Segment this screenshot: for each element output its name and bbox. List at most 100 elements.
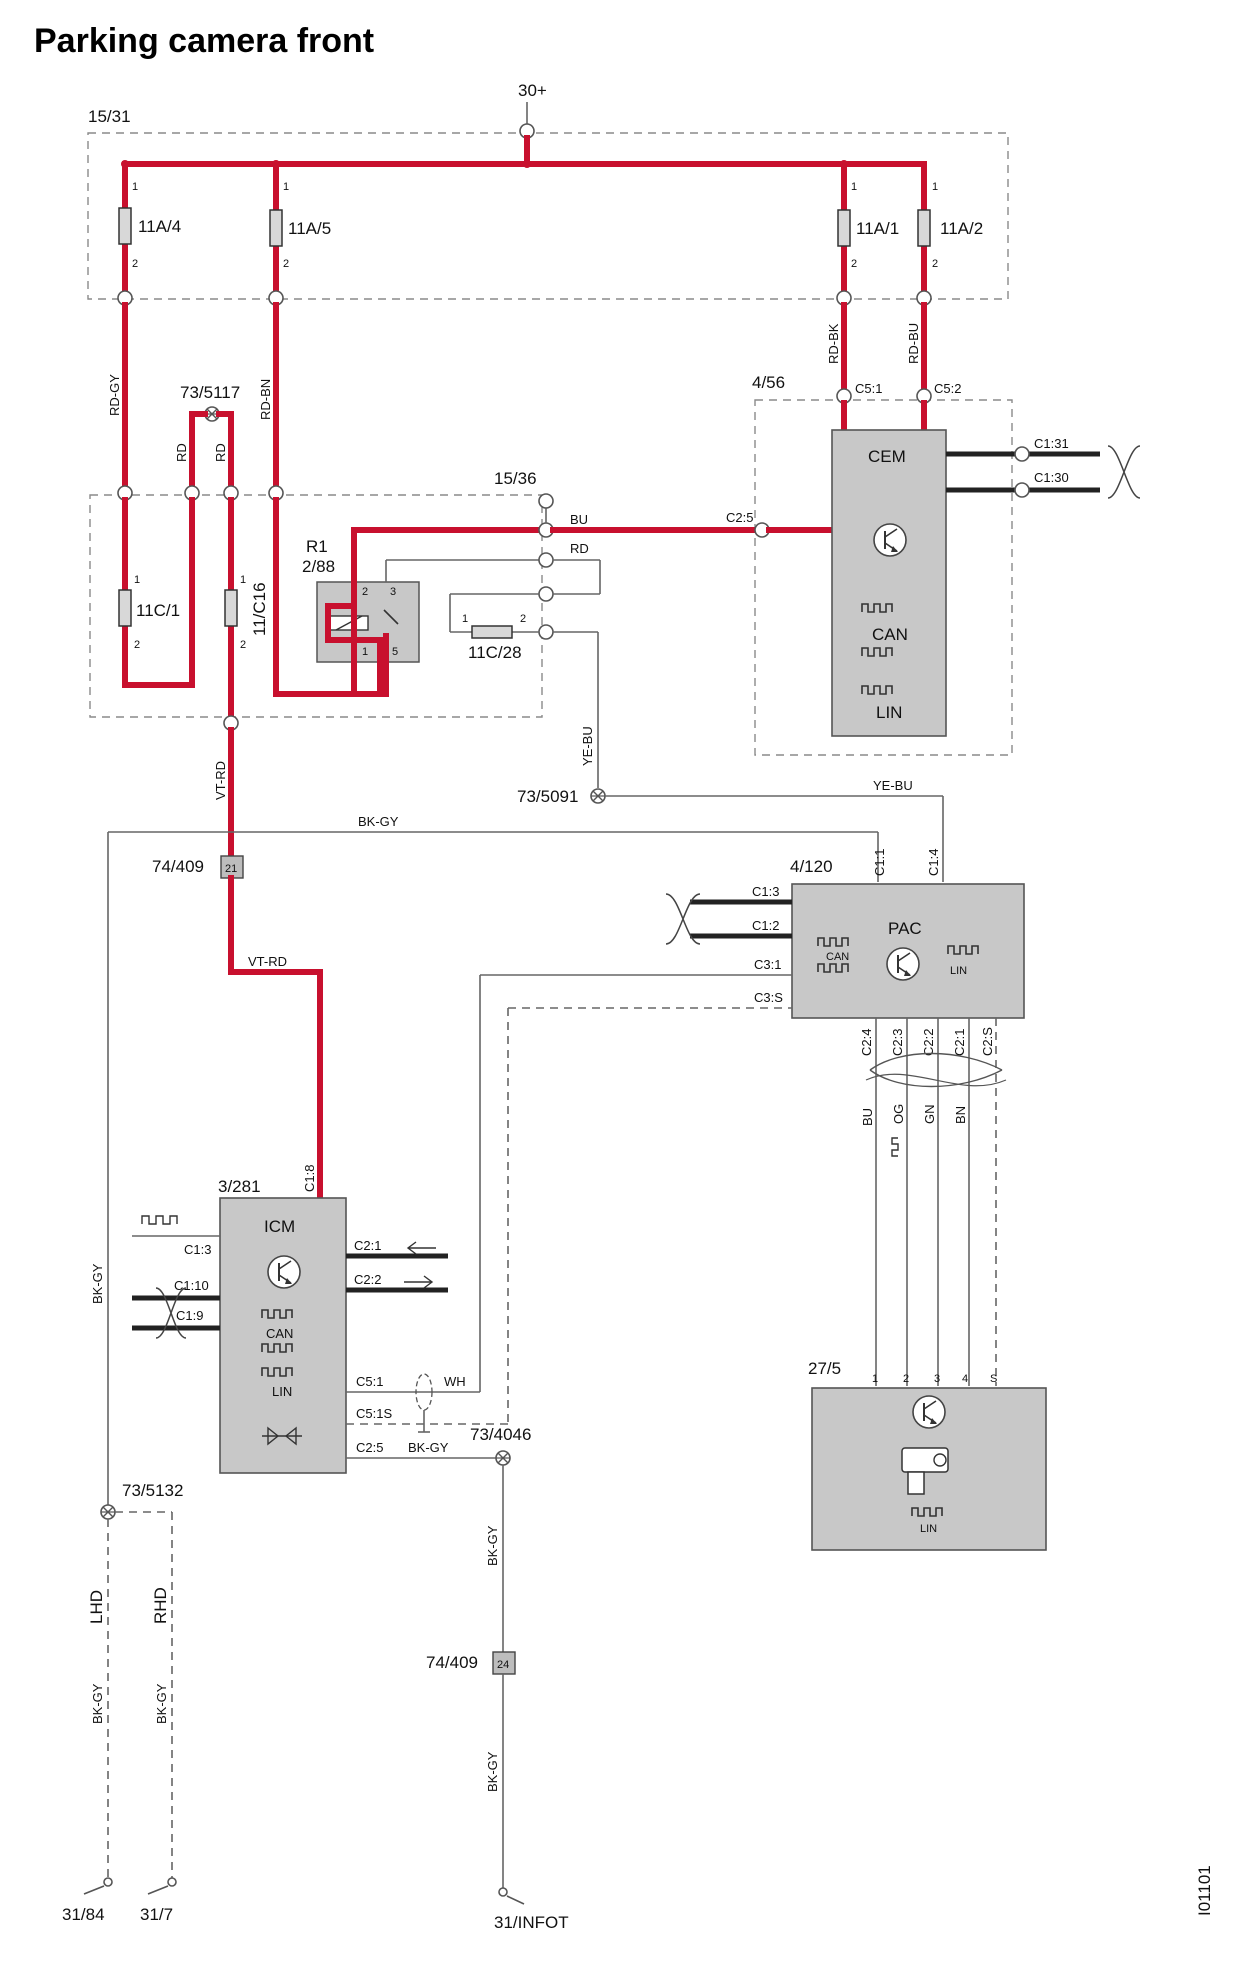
connector-74-409-a-label: 74/409 — [152, 857, 204, 876]
cem-module — [831, 429, 947, 737]
splice-5117-label: 73/5117 — [180, 383, 240, 402]
fuse-11c28-label: 11C/28 — [468, 643, 522, 662]
box-15-36-label: 15/36 — [494, 469, 537, 488]
pac-c23-label: C2:3 — [890, 1029, 905, 1056]
rhd-label: RHD — [151, 1587, 170, 1624]
transistor-icon — [912, 1395, 946, 1429]
icm-can: CAN — [266, 1326, 293, 1341]
pac-c12-label: C1:2 — [752, 918, 779, 933]
cem-c51-label: C5:1 — [855, 381, 882, 396]
pin-label: 1 — [283, 181, 289, 193]
pin-label: 2 — [520, 613, 526, 625]
cem-c131-label: C1:31 — [1034, 436, 1069, 451]
wire-rd-label-2: RD — [213, 443, 228, 462]
wire-yebu-label-1: YE-BU — [580, 726, 595, 766]
wire-rd-label-1: RD — [174, 443, 189, 462]
pin-label: 2 — [932, 258, 938, 270]
pin-label: 1 — [872, 1373, 878, 1385]
wire-bkgy-label-6: BK-GY — [90, 1683, 105, 1724]
pac-c2s-label: C2:S — [980, 1027, 995, 1056]
ground-317: 31/7 — [140, 1905, 173, 1924]
wire-yebu-label-2: YE-BU — [873, 778, 913, 793]
wire-wh-label: WH — [444, 1374, 466, 1389]
pac-c14-label: C1:4 — [926, 849, 941, 876]
pin-label: 4 — [962, 1373, 968, 1385]
relay-id: 2/88 — [302, 557, 335, 576]
ground-3184: 31/84 — [62, 1905, 105, 1924]
wire-bkgy-label-7: BK-GY — [154, 1683, 169, 1724]
transistor-icon — [886, 947, 920, 981]
pin-label: 2 — [240, 639, 246, 651]
splice-5132 — [100, 1504, 116, 1520]
fuse-11a1-label: 11A/1 — [856, 219, 899, 238]
pac-c31-label: C3:1 — [754, 957, 781, 972]
icm-c110-label: C1:10 — [174, 1278, 209, 1293]
pac-c13-label: C1:3 — [752, 884, 779, 899]
icm-id: 3/281 — [218, 1177, 261, 1196]
pin-label: 1 — [851, 181, 857, 193]
pin-label: 1 — [240, 574, 246, 586]
fuse-11a5 — [269, 209, 283, 247]
pin-label: 5 — [392, 646, 398, 658]
box-4-56 — [754, 399, 1013, 756]
cem-c130-label: C1:30 — [1034, 470, 1069, 485]
pac-id: 4/120 — [790, 857, 833, 876]
wire-rdbn-label: RD-BN — [258, 379, 273, 420]
supply-label: 30+ — [518, 81, 547, 100]
cem-can: CAN — [872, 625, 908, 644]
icm-name: ICM — [264, 1217, 295, 1236]
box-15-31 — [87, 132, 1009, 300]
pin-label: 2 — [362, 586, 368, 598]
pac-c24-label: C2:4 — [859, 1029, 874, 1056]
pin-label: S — [990, 1373, 997, 1385]
wire-bu-label: BU — [570, 512, 588, 527]
pin-label: 1 — [362, 646, 368, 658]
icm-lin: LIN — [272, 1384, 292, 1399]
wire-bkgy-label-2: BK-GY — [90, 1263, 105, 1304]
wire-bkgy-label-4: BK-GY — [485, 1525, 500, 1566]
wire-rdbu-label: RD-BU — [906, 323, 921, 364]
fuse-11a5-label: 11A/5 — [288, 219, 331, 238]
fuse-11a1 — [837, 209, 851, 247]
page-title: Parking camera front — [34, 22, 375, 60]
pin-label: 24 — [497, 1659, 509, 1671]
fuse-11c1 — [118, 589, 132, 627]
wire-bn-label: BN — [953, 1106, 968, 1124]
lhd-label: LHD — [87, 1590, 106, 1624]
connector-74-409-b-label: 74/409 — [426, 1653, 478, 1672]
pin-label: 2 — [283, 258, 289, 270]
fuse-11a2 — [917, 209, 931, 247]
wire-bkgy-label-3: BK-GY — [408, 1440, 449, 1455]
fuse-11c28 — [471, 625, 513, 639]
wire-rdbk-label: RD-BK — [826, 323, 841, 364]
pin-label: 1 — [134, 574, 140, 586]
pin-label: 2 — [134, 639, 140, 651]
wire-bu-label-2: BU — [860, 1108, 875, 1126]
pac-c22-label: C2:2 — [921, 1029, 936, 1056]
box-4-56-label: 4/56 — [752, 373, 785, 392]
fuse-11a2-label: 11A/2 — [940, 219, 983, 238]
transistor-icon — [873, 523, 907, 557]
icm-c19-label: C1:9 — [176, 1308, 203, 1323]
cem-c25-label: C2:5 — [726, 510, 753, 525]
splice-4046-label: 73/4046 — [470, 1425, 531, 1444]
cem-name: CEM — [868, 447, 906, 466]
fuse-11a4 — [118, 207, 132, 245]
splice-5132-label: 73/5132 — [122, 1481, 183, 1500]
camera-lin: LIN — [920, 1523, 937, 1535]
pin-label: 21 — [225, 863, 237, 875]
camera-icon — [901, 1447, 949, 1495]
pin-label: 2 — [851, 258, 857, 270]
icm-c51s-label: C5:1S — [356, 1406, 392, 1421]
pin-label: 3 — [390, 586, 396, 598]
icm-module — [219, 1197, 347, 1474]
wire-rd-label-3: RD — [570, 541, 589, 556]
icm-c18-label: C1:8 — [302, 1165, 317, 1192]
splice-5091-label: 73/5091 — [517, 787, 578, 806]
wire-rdgy-label: RD-GY — [107, 374, 122, 416]
wire-og-label: OG — [891, 1104, 906, 1124]
transistor-icon — [267, 1255, 301, 1289]
relay-name: R1 — [306, 537, 328, 556]
wire-bkgy-label-1: BK-GY — [358, 814, 399, 829]
box-15-31-label: 15/31 — [88, 107, 131, 126]
